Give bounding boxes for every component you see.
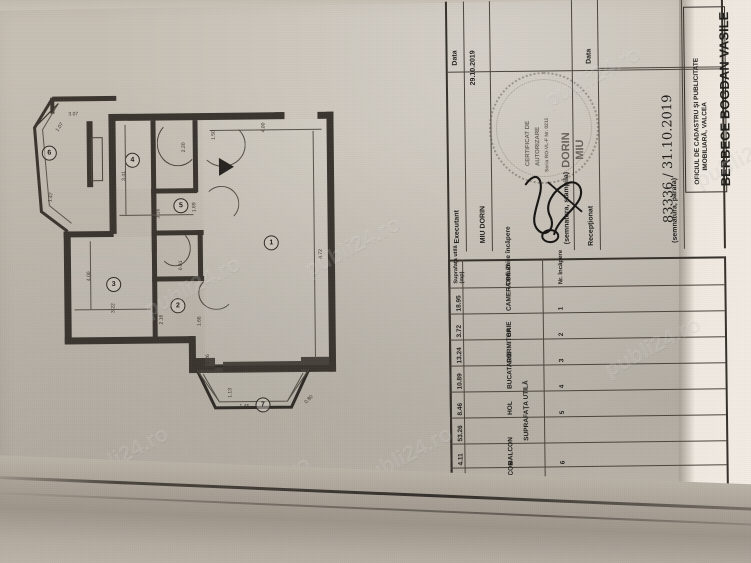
dim-1-50-living: 1.50 (210, 130, 217, 140)
tbl-col-name (542, 258, 547, 511)
stamp-line3: Seria RO-VL-F Nr. 0211 (543, 117, 551, 172)
tbl-row-sep-4 (449, 388, 726, 393)
tbl-split-sign (445, 68, 722, 73)
balcony6-rail (90, 137, 104, 182)
wall-top-right (274, 112, 285, 118)
dim-1-69-hall: 1.69 (191, 202, 198, 213)
executant-date-label: Data (451, 50, 459, 66)
stamp-name1: DORIN (560, 132, 573, 168)
executant-label: Executant (453, 210, 461, 244)
dim-0-91-hall: 0.91 (177, 260, 185, 271)
dim-4-00-bedroom: 4.00 (86, 271, 93, 282)
room-marker-5: 5 (173, 198, 189, 214)
cell-no-3: 3 (558, 358, 566, 363)
cell-no-1: 1 (557, 306, 565, 311)
background-right (679, 0, 751, 563)
room-marker-7: 7 (255, 397, 271, 413)
ocpi-person: BERBECE BOGDAN VASILE (716, 11, 734, 187)
partition-hall2-right (197, 230, 204, 279)
orientation-arrow (218, 157, 235, 176)
room-marker-6: 6 (41, 145, 57, 161)
room-marker-3: 3 (106, 276, 122, 293)
cell-area-5: 8.46 (456, 402, 464, 416)
stamp-name2: MIU (574, 139, 587, 160)
executant-name: MIU DORIN (479, 205, 487, 244)
dim-2-16-room2: 2.16 (158, 314, 165, 325)
tbl-row-sep-header (448, 284, 725, 289)
dim-0-26-living: 0.26 (204, 354, 212, 365)
dim-1-13-balcony7: 1.13 (227, 387, 234, 398)
dim-3-22-bedroom: 3.22 (110, 303, 117, 314)
room-marker-2: 2 (170, 298, 186, 314)
dim-2-20-hall: 2.20 (180, 142, 187, 153)
stamp-line2: AUTORIZARE (534, 126, 542, 167)
dim-3-07-balcony6: 3.07 (68, 111, 79, 118)
tbl-row-sep-2 (449, 336, 726, 341)
ocpi-line2: IMOBILIARĂ, VALCEA (701, 101, 709, 171)
cell-name-total: SUPRAFAŢA UTILĂ (522, 380, 531, 441)
cell-area-1: 18.95 (455, 295, 463, 312)
cell-area-2: 3.72 (455, 324, 464, 338)
dim-1-66-room2: 1.66 (196, 316, 203, 327)
door-arc-hall (158, 230, 192, 267)
cell-no-2: 2 (557, 332, 566, 337)
tbl-row-sep-1 (448, 310, 725, 315)
tbl-line-date (462, 1, 467, 252)
cell-name-5: HOL (506, 401, 514, 415)
dim-4-00-living: 4.00 (260, 122, 267, 133)
partition-small-room (152, 276, 205, 282)
cell-no-4: 4 (558, 384, 566, 389)
tbl-row-sep-total (450, 440, 727, 445)
tbl-col-area-right (724, 256, 729, 509)
dim-1-45-balcony7: 1.45 (239, 403, 250, 410)
wall-bottom-left (64, 336, 195, 345)
schedule-table: Data 29.10.2019 Executant MIU DORIN (sem… (433, 0, 739, 516)
tbl-row-sep-5 (449, 414, 726, 419)
cell-no-6: 6 (559, 460, 567, 465)
balcony6-outline (33, 97, 72, 233)
cell-area-6: 4.11 (457, 453, 465, 466)
th-no: Nr. încăpere (557, 249, 565, 285)
door-arc-kitchen (156, 120, 199, 167)
executant-date-value: 29.10.2019 (469, 50, 477, 86)
room-marker-1: 1 (263, 235, 279, 251)
cell-name-1: CAMERA DE ZI (505, 264, 513, 311)
tbl-row-sep-6 (450, 464, 727, 469)
cell-no-5: 5 (558, 410, 566, 415)
room-marker-4: 4 (124, 152, 140, 168)
th-area-unit: (mp) (459, 271, 466, 284)
floor-plan: 1 2 3 4 5 6 7 4.00 4.72 3.41 3.16 4.00 3… (24, 78, 388, 452)
partition-hall-top (151, 188, 198, 194)
dim-3-16-kitchen: 3.16 (155, 208, 162, 219)
tbl-rooms-top (448, 256, 725, 262)
cell-area-4: 10.89 (456, 373, 464, 390)
tbl-row-sep-3 (449, 362, 726, 367)
registration-number-handwritten: 83336 / 31.10.2019 (660, 94, 677, 224)
dim-4-72-living: 4.72 (317, 249, 324, 259)
cell-area-3: 13.24 (456, 347, 464, 364)
stamp-line1: CERTIFICAT DE (524, 120, 532, 167)
executant-signature (520, 168, 601, 247)
cell-name-4: BUCATARIE (506, 351, 514, 389)
receptionat-date-label: Data (585, 48, 593, 64)
cell-area-total: 53.26 (457, 425, 465, 442)
dim-3-41-kitchen: 3.41 (121, 171, 128, 181)
